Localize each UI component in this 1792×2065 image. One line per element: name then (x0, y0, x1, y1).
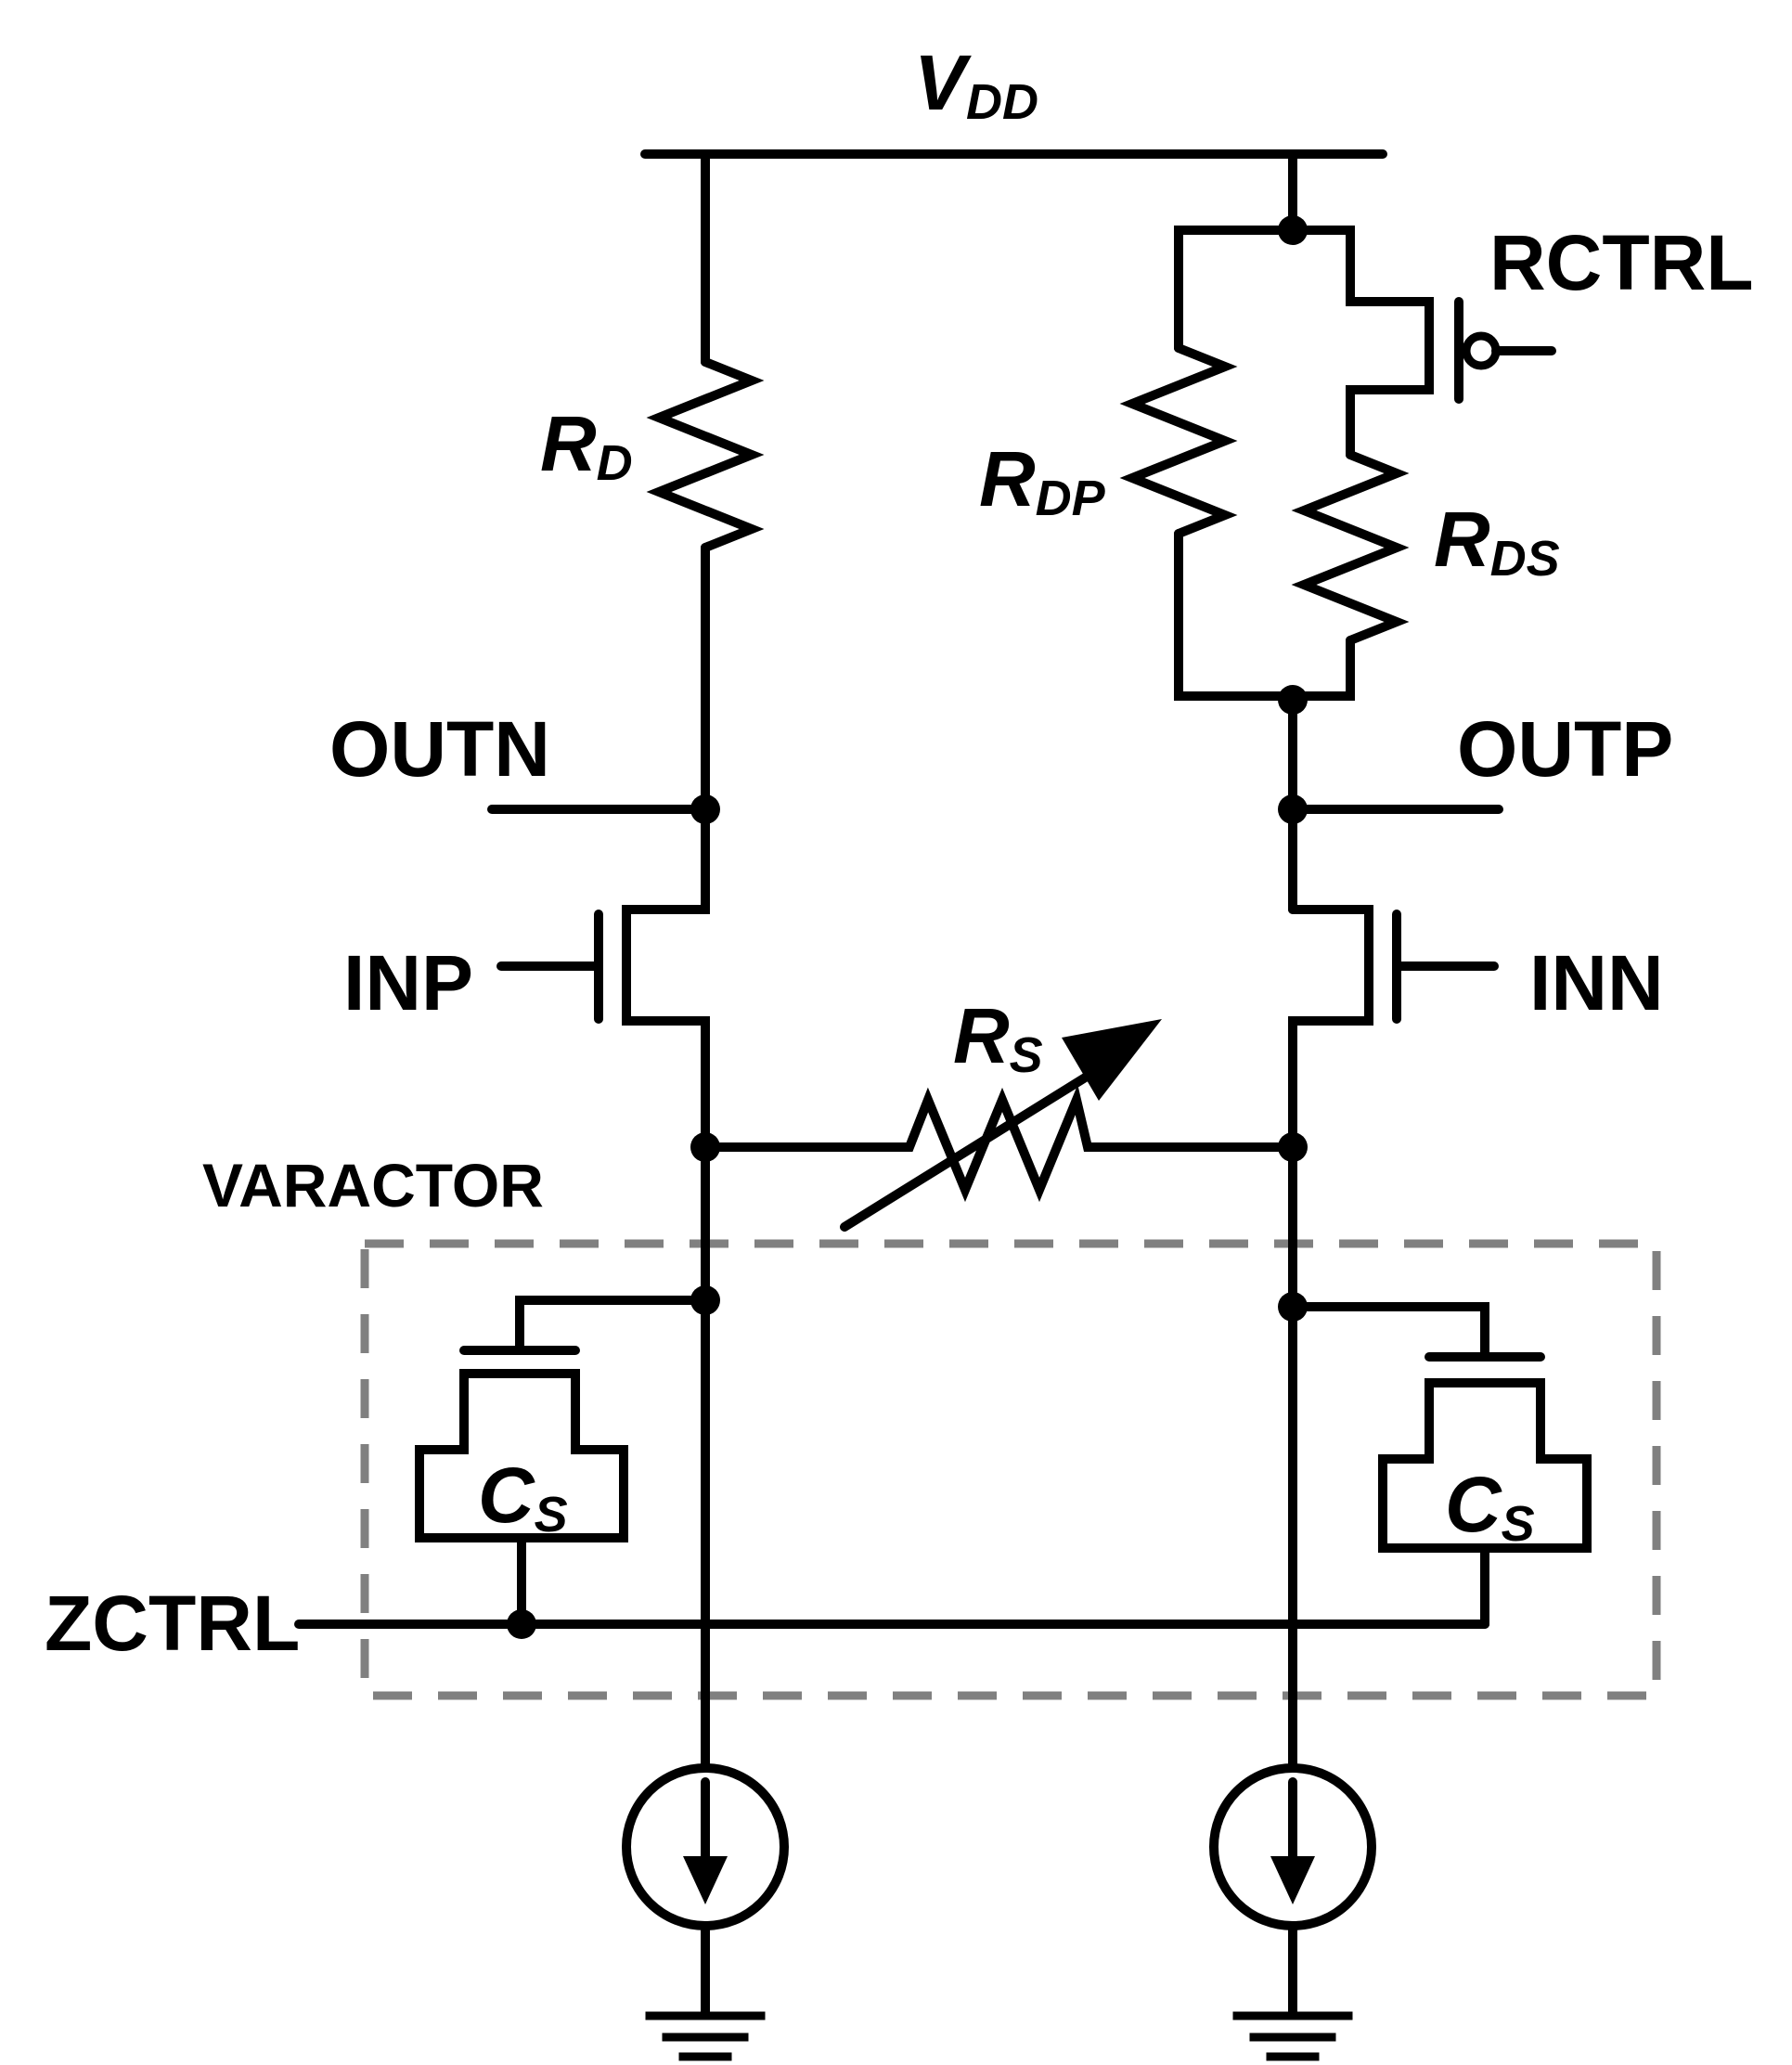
left-nmos-channel (622, 805, 710, 1146)
left-varactor-gate-wire (515, 1296, 710, 1355)
resistor-rds (1291, 450, 1410, 645)
right-varactor-body (1378, 1378, 1592, 1553)
vdd-label: VDD (914, 39, 1038, 130)
rctrl-label: RCTRL (1489, 219, 1754, 306)
inp-label: INP (343, 939, 473, 1026)
outn-label: OUTN (329, 705, 550, 793)
zctrl-label: ZCTRL (45, 1580, 300, 1667)
resistor-rs (701, 1084, 1297, 1203)
rds-label: RDS (1434, 496, 1560, 587)
rs-variable-arrow-shaft (840, 1055, 1118, 1232)
rdp-top-wire (1174, 226, 1297, 353)
rs-variable-arrowhead (1062, 1019, 1162, 1101)
pmos-rctrl-channel (1288, 226, 1434, 459)
outp-node (1278, 794, 1308, 824)
inn-label: INN (1529, 939, 1664, 1026)
rd-label: RD (540, 400, 633, 491)
resistor-rdp (1119, 343, 1238, 538)
rds-bottom-wire (1288, 636, 1355, 701)
varactor-label: VARACTOR (202, 1151, 544, 1220)
rs-label: RS (953, 992, 1043, 1083)
cs-left-label: CS (478, 1452, 568, 1542)
left-varactor-body (415, 1369, 628, 1542)
rdp-bottom-wire (1174, 529, 1297, 701)
resistor-rd (646, 357, 765, 552)
right-nmos-channel (1288, 905, 1373, 1146)
cs-right-label: CS (1445, 1461, 1535, 1552)
right-varactor-gate-wire (1288, 1302, 1489, 1362)
varactor-dashed-box (360, 1239, 1661, 1700)
rdp-label: RDP (979, 435, 1106, 526)
right-current-arrowhead (1270, 1856, 1315, 1904)
left-current-arrowhead (683, 1856, 728, 1904)
outp-label: OUTP (1457, 705, 1673, 793)
